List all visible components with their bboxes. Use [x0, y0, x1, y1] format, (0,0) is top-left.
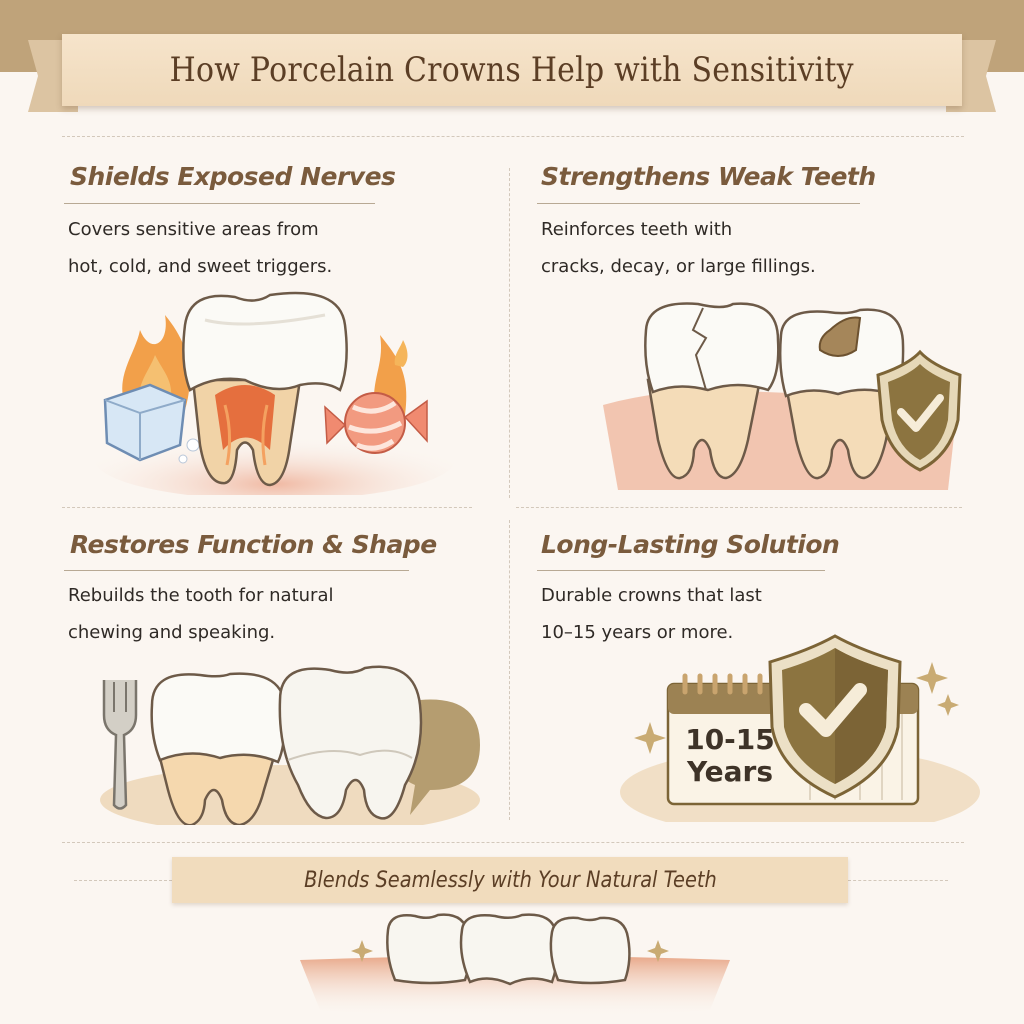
title-banner: How Porcelain Crowns Help with Sensitivi…	[62, 34, 962, 106]
card-text-line: hot, cold, and sweet triggers.	[68, 256, 333, 277]
divider-footer-right	[848, 880, 948, 881]
divider-vertical-lower	[509, 520, 510, 820]
page-title: How Porcelain Crowns Help with Sensitivi…	[169, 50, 855, 90]
divider-footer-left	[74, 880, 172, 881]
calendar-shield-graphic	[620, 634, 980, 822]
shield-check-icon	[768, 634, 902, 799]
sparkle-icon	[634, 662, 959, 754]
decayed-tooth-icon	[778, 308, 905, 480]
tooth-icon	[182, 291, 348, 487]
card-text-line: Reinforces teeth with	[541, 219, 733, 240]
calendar-range-label: 10-15	[685, 723, 775, 756]
long-lasting-illustration: 10-15 Years	[620, 632, 980, 822]
card-text-line: 10–15 years or more.	[541, 622, 734, 643]
flame-icon	[122, 315, 408, 415]
cracked-tooth-icon	[644, 302, 780, 480]
blend-teeth-illustration	[300, 913, 730, 1018]
footer-banner: Blends Seamlessly with Your Natural Teet…	[172, 857, 848, 903]
shield-check-icon	[876, 349, 962, 472]
restore-function-illustration	[100, 665, 480, 825]
natural-tooth-icon	[278, 665, 423, 820]
divider-middle-right	[516, 507, 962, 508]
card-text-line: cracks, decay, or large fillings.	[541, 256, 816, 277]
card-text-line: chewing and speaking.	[68, 622, 276, 643]
card-title: Shields Exposed Nerves	[70, 162, 396, 191]
card-title-rule	[64, 203, 375, 204]
sensitive-tooth-illustration	[95, 291, 455, 495]
divider-vertical-upper	[509, 168, 510, 498]
calendar-unit-label: Years	[686, 755, 774, 788]
divider-top	[62, 136, 964, 137]
card-title-rule	[537, 570, 825, 571]
ice-cube-icon	[103, 383, 200, 464]
weak-teeth-illustration	[603, 302, 962, 490]
divider-middle-left	[62, 507, 472, 508]
sparkle-icon	[351, 940, 669, 962]
card-title-rule	[537, 203, 860, 204]
card-title: Restores Function & Shape	[70, 530, 437, 559]
restored-tooth-icon	[150, 672, 287, 825]
card-text-line: Durable crowns that last	[541, 585, 762, 606]
card-title-rule	[64, 570, 409, 571]
candy-icon	[324, 392, 428, 454]
tooth-icon	[386, 913, 631, 986]
card-title: Strengthens Weak Teeth	[541, 162, 876, 191]
fork-icon	[102, 680, 138, 810]
divider-bottom	[62, 842, 964, 843]
card-text-line: Covers sensitive areas from	[68, 219, 319, 240]
card-text-line: Rebuilds the tooth for natural	[68, 585, 334, 606]
card-title: Long-Lasting Solution	[541, 530, 840, 559]
footer-title: Blends Seamlessly with Your Natural Teet…	[303, 867, 717, 893]
